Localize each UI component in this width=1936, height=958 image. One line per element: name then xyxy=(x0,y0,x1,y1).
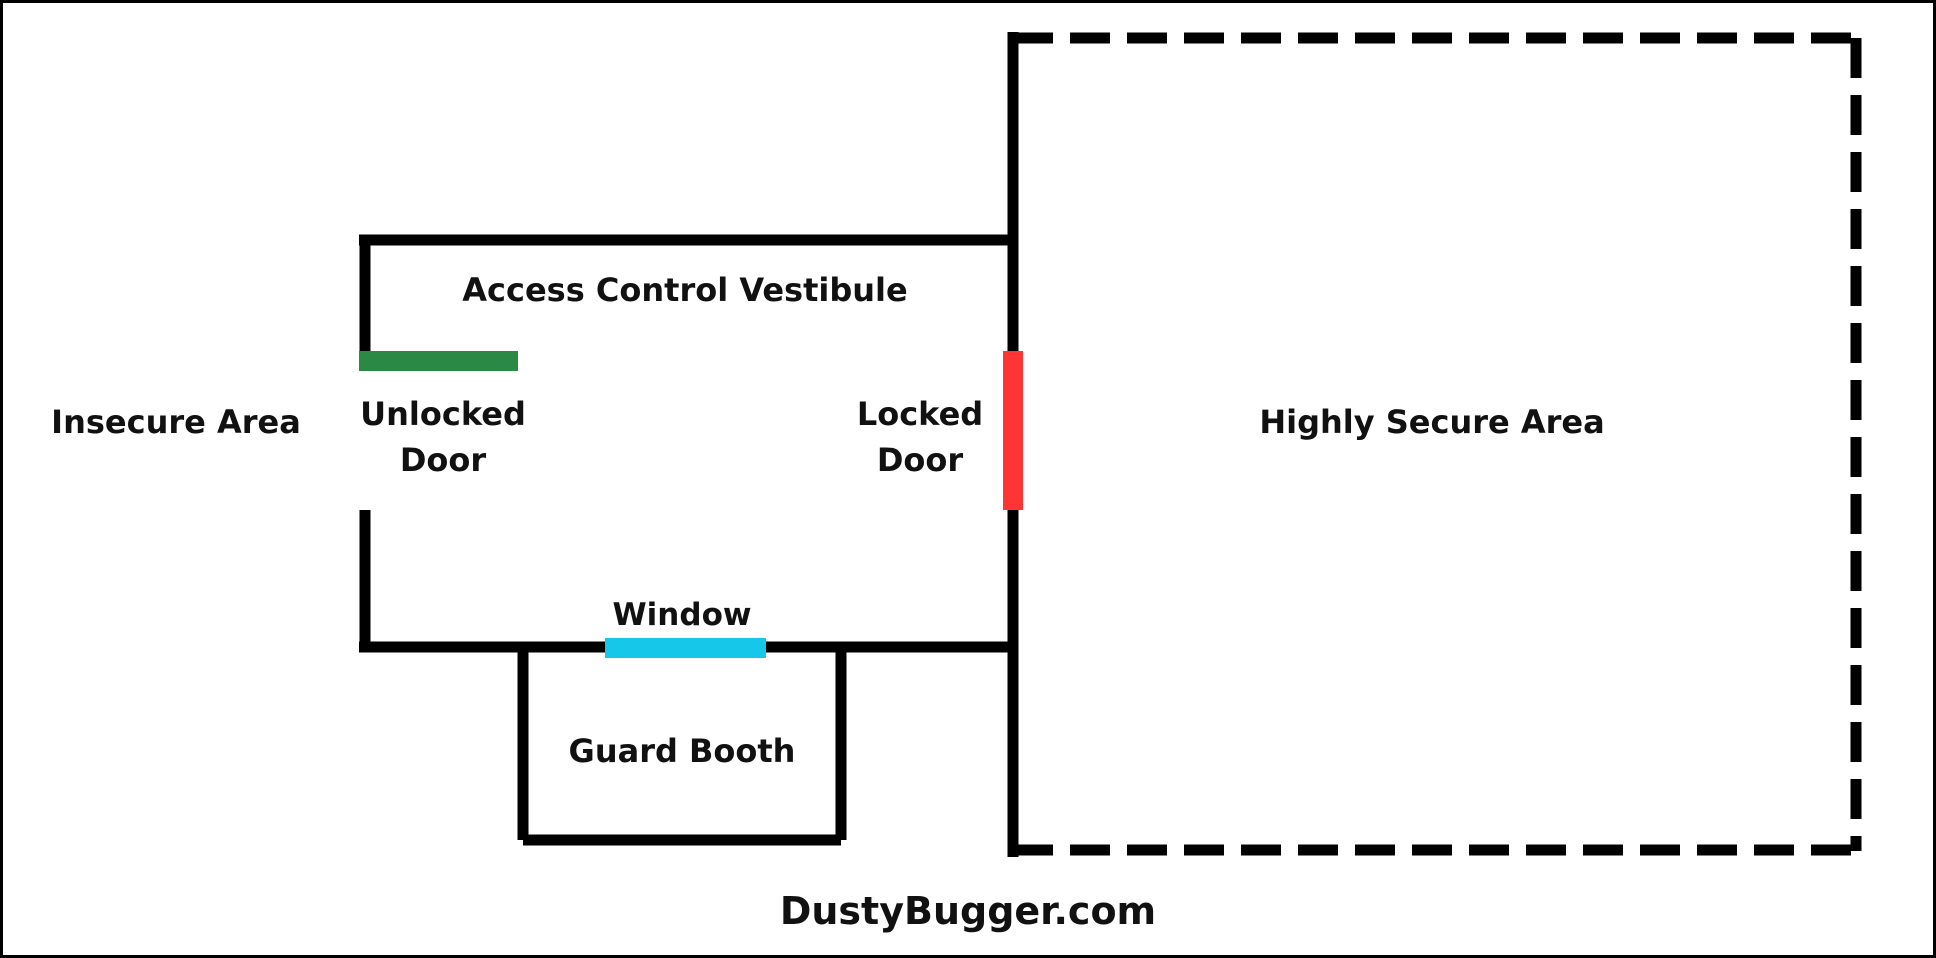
watermark-label: DustyBugger.com xyxy=(780,889,1156,933)
guard-booth-label: Guard Booth xyxy=(569,732,796,770)
highly-secure-area-label: Highly Secure Area xyxy=(1259,403,1604,441)
locked-door xyxy=(1003,351,1023,510)
unlocked-door-label-line2: Door xyxy=(400,441,487,479)
guard-booth-walls xyxy=(517,647,847,846)
insecure-area-label: Insecure Area xyxy=(51,403,301,441)
locked-door-label-line1: Locked xyxy=(857,395,983,433)
locked-door-label-line2: Door xyxy=(877,441,964,479)
window xyxy=(605,638,766,658)
vestibule-label: Access Control Vestibule xyxy=(462,271,907,309)
window-label: Window xyxy=(612,597,751,633)
unlocked-door-label-line1: Unlocked xyxy=(360,395,526,433)
secure-area-boundary xyxy=(1007,32,1862,857)
unlocked-door xyxy=(359,351,518,371)
